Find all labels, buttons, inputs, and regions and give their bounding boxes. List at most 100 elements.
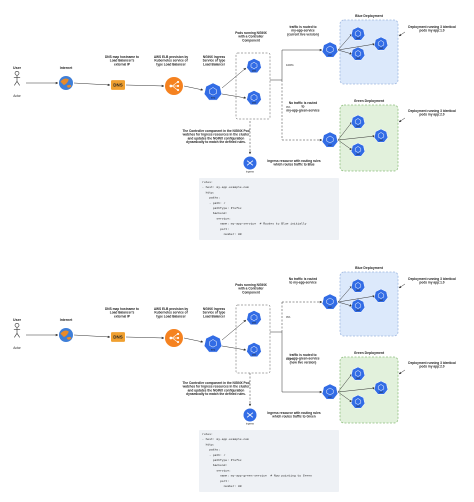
dns-to-elb-arrow xyxy=(125,84,165,88)
heptagon-shape xyxy=(350,298,366,313)
ingress-resource-icon: ingress xyxy=(243,408,257,426)
icon-caption: pod xyxy=(356,58,360,60)
icon-caption: pod xyxy=(379,392,383,394)
heptagon-shape xyxy=(246,342,262,358)
cube-glyph xyxy=(209,339,217,348)
annotation-arrow xyxy=(398,369,406,375)
code-line: port: xyxy=(202,228,229,231)
blue-deployment-title: Blue Deployment xyxy=(355,266,384,270)
icon-caption: pod xyxy=(356,378,360,380)
icon-caption: svc xyxy=(328,396,333,399)
code-line: number: 80 xyxy=(202,484,242,488)
code-line: paths: xyxy=(202,448,220,452)
user-actor-icon xyxy=(13,70,21,86)
icon-caption: pod xyxy=(356,406,360,408)
icon-caption: pod xyxy=(379,300,383,302)
blue-deployment-zone xyxy=(339,19,399,85)
actor-left-leg xyxy=(14,81,18,86)
service-to-pod-arrow xyxy=(337,135,376,141)
dns-icon-label: DNS xyxy=(113,83,122,88)
elb-target xyxy=(176,340,180,344)
dns-icon: DNS xyxy=(111,332,125,342)
code-line: pathType: Prefix xyxy=(202,458,242,462)
ingress-yaml-code-block: rules:- host: my-app.example.com http: p… xyxy=(199,178,339,240)
dns-to-elb-arrow xyxy=(125,336,165,340)
icon-caption: pod xyxy=(252,353,257,356)
icon-caption: pod xyxy=(252,101,257,104)
heptagon-shape xyxy=(373,128,389,143)
green-service-icon: svc xyxy=(321,383,339,400)
heptagon-shape xyxy=(321,131,339,148)
code-line: - host: my-app.example.com xyxy=(202,437,249,441)
user-label: User xyxy=(13,318,22,322)
green-deployment-zone xyxy=(339,104,399,172)
cube-glyph xyxy=(377,384,385,391)
blue-service-icon: svc xyxy=(321,41,339,58)
heptagon-shape xyxy=(203,334,223,353)
ingress-resource-icon: ingress xyxy=(243,156,257,174)
globe-land xyxy=(60,78,69,86)
annotation-arrow xyxy=(398,117,406,123)
blue-deployment-zone xyxy=(339,271,399,337)
heptagon-shape xyxy=(373,380,389,395)
code-line: backend: xyxy=(202,463,227,467)
service-to-pod-arrow xyxy=(221,319,247,341)
cube-glyph xyxy=(354,146,362,153)
dns-icon-label: DNS xyxy=(113,335,122,340)
service-to-pod-arrow xyxy=(337,49,353,55)
ingress-cross xyxy=(246,160,254,166)
code-line: rules: xyxy=(202,180,213,184)
top-traffic-percentage: 0% xyxy=(286,315,291,319)
icon-caption: svc xyxy=(211,95,216,99)
code-line: http: xyxy=(202,442,215,446)
dns-box xyxy=(111,80,125,90)
elb-target xyxy=(176,84,180,88)
blue-service-icon: svc xyxy=(321,293,339,310)
icon-caption: pod xyxy=(379,48,383,50)
heptagon-shape xyxy=(350,46,366,61)
code-line: - host: my-app.example.com xyxy=(202,185,249,189)
nginx-pod-icon: pod xyxy=(246,342,262,358)
service-to-pod-arrow xyxy=(337,295,376,303)
green-pod-icon: pod xyxy=(350,366,366,381)
green-pod-icon: pod xyxy=(373,380,389,395)
heptagon-shape xyxy=(350,366,366,381)
code-line: number: 80 xyxy=(202,232,242,236)
heptagon-shape xyxy=(373,36,389,51)
ingress-icon-label: ingress xyxy=(246,171,255,174)
green-deployment-title: Green Deployment xyxy=(354,99,385,103)
icon-caption: svc xyxy=(211,347,216,351)
aws-elb-icon xyxy=(165,329,183,347)
service-to-pod-arrow xyxy=(337,33,353,51)
cube-glyph xyxy=(354,370,362,377)
green-pod-icon: pod xyxy=(373,128,389,143)
code-line: pathType: Prefix xyxy=(202,206,242,210)
heptagon-shape xyxy=(350,142,366,157)
cube-glyph xyxy=(354,30,362,37)
green-pod-icon: pod xyxy=(350,142,366,157)
service-to-pod-arrow xyxy=(337,43,376,51)
code-line: - path: / xyxy=(202,201,226,205)
icon-caption: svc xyxy=(328,54,333,57)
code-line: - path: / xyxy=(202,453,226,457)
controller-note: The Controller component in the NGINX Po… xyxy=(182,129,251,144)
heptagon-shape xyxy=(321,383,339,400)
cube-glyph xyxy=(377,292,385,299)
blue-deployment-title: Blue Deployment xyxy=(355,14,384,18)
service-to-pod-arrow xyxy=(221,67,247,89)
elb-branch xyxy=(172,81,178,87)
heptagon-shape xyxy=(246,58,262,74)
nginx-pod-icon: pod xyxy=(246,58,262,74)
internet-to-dns-arrow xyxy=(73,82,111,87)
internet-globe-icon xyxy=(59,76,73,90)
actor-right-leg xyxy=(16,81,20,86)
